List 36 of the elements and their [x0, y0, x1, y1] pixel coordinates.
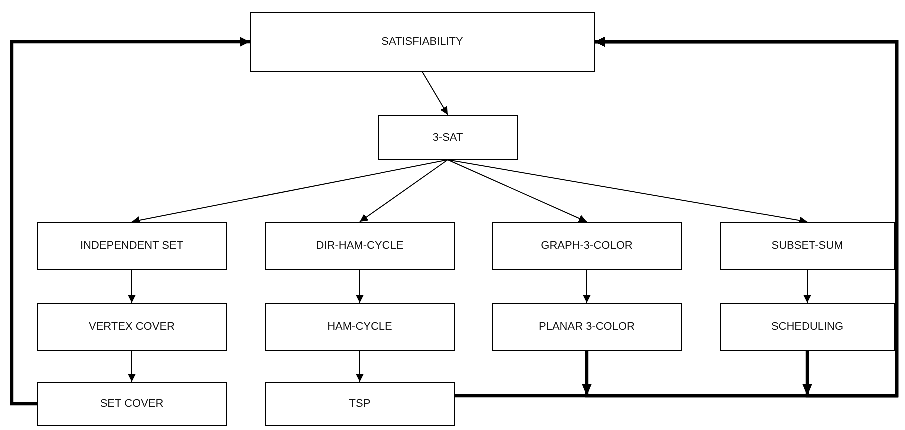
arrow — [448, 160, 808, 225]
box-label: HAM-CYCLE — [328, 321, 392, 333]
process-box — [720, 303, 895, 351]
arrow — [356, 350, 364, 382]
box-label: PLANAR 3-COLOR — [539, 321, 635, 333]
box-label: DIR-HAM-CYCLE — [316, 240, 404, 252]
box-label: 3-SAT — [432, 132, 464, 144]
box-label: SATISFIABILITY — [382, 36, 464, 48]
process-box — [265, 303, 455, 351]
arrow — [356, 270, 364, 304]
process-box — [378, 115, 518, 160]
box-label: INDEPENDENT SET — [80, 240, 184, 252]
box-label: SCHEDULING — [771, 321, 844, 333]
arrow — [132, 160, 448, 224]
arrow — [10, 37, 250, 406]
process-box — [37, 303, 227, 351]
arrow — [448, 160, 588, 222]
process-box — [37, 382, 227, 426]
process-box — [265, 382, 455, 426]
box-label: SET COVER — [100, 398, 164, 410]
process-box — [720, 222, 895, 270]
arrow — [360, 160, 448, 222]
box-label: TSP — [349, 398, 371, 410]
process-box — [37, 222, 227, 270]
box-label: VERTEX COVER — [89, 321, 175, 333]
arrow — [422, 72, 448, 116]
process-box — [250, 12, 595, 72]
box-label: SUBSET-SUM — [772, 240, 844, 252]
process-box — [492, 222, 682, 270]
arrow — [804, 270, 812, 304]
arrow — [128, 350, 136, 382]
arrow — [583, 270, 591, 304]
process-box — [492, 303, 682, 351]
arrow — [128, 270, 136, 304]
process-box — [265, 222, 455, 270]
box-label: GRAPH-3-COLOR — [541, 240, 633, 252]
